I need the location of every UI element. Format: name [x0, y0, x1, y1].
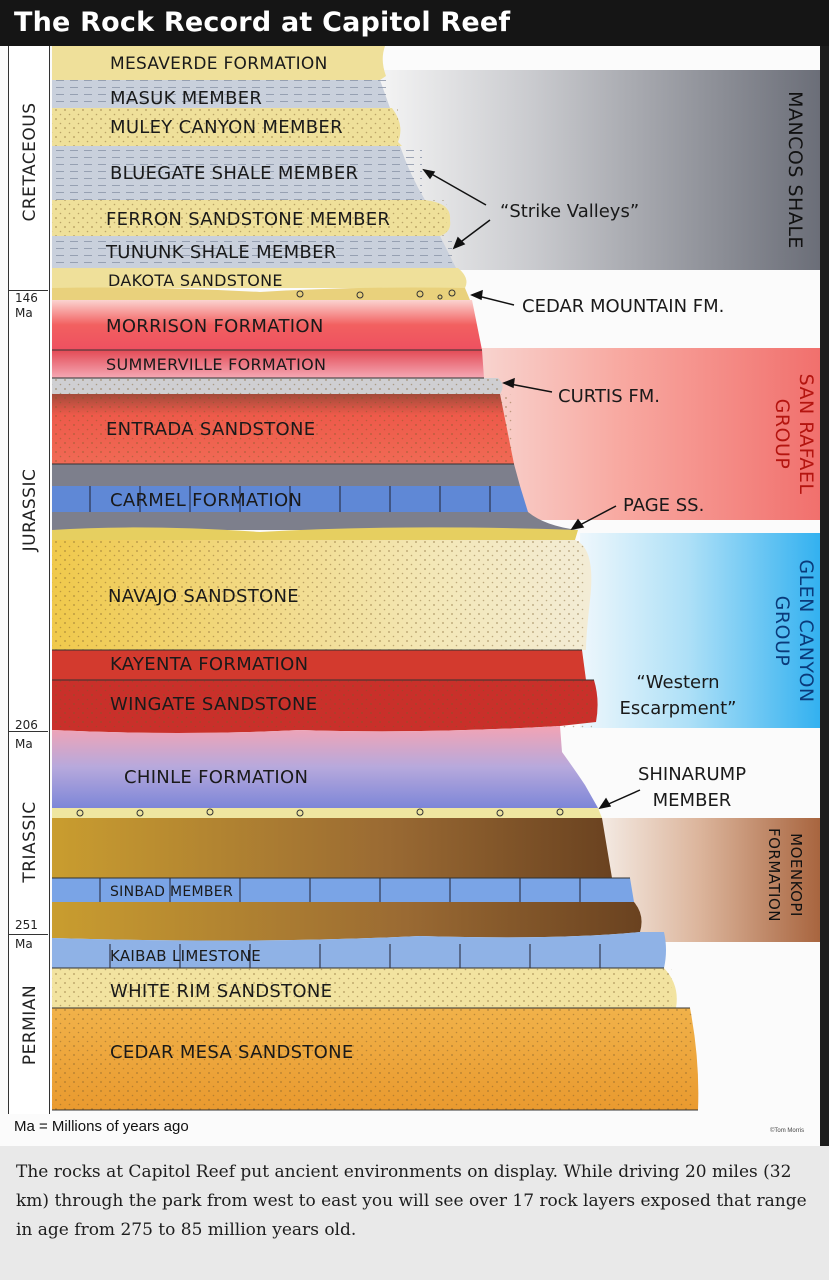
- period-cretaceous: CRETACEOUS: [20, 102, 40, 222]
- tick-206: [8, 731, 48, 732]
- western-line2: Escarpment”: [619, 698, 737, 719]
- label-tununk: TUNUNK SHALE MEMBER: [106, 242, 337, 263]
- callout-page: PAGE SS.: [623, 495, 705, 516]
- tick-146: [8, 290, 48, 291]
- callout-shinarump: SHINARUMP MEMBER: [636, 762, 748, 814]
- callout-strike-valleys: “Strike Valleys”: [500, 201, 640, 222]
- layer-mesaverde: [52, 46, 386, 80]
- moenkopi-line1: MOENKOPI: [787, 833, 805, 917]
- shinarump-line2: MEMBER: [652, 790, 732, 811]
- glen-canyon-group-band: [580, 533, 820, 728]
- shinarump-line1: SHINARUMP: [637, 764, 747, 785]
- age-251-unit: Ma: [15, 937, 33, 951]
- caption-panel: [0, 1146, 829, 1280]
- caption-text: The rocks at Capitol Reef put ancient en…: [16, 1162, 807, 1240]
- age-146-unit: Ma: [15, 306, 33, 320]
- label-summerville: SUMMERVILLE FORMATION: [106, 355, 327, 374]
- western-line1: “Western: [636, 672, 720, 693]
- label-wingate: WINGATE SANDSTONE: [110, 694, 318, 715]
- label-entrada: ENTRADA SANDSTONE: [106, 419, 316, 440]
- strata-column: [52, 46, 699, 1111]
- san-rafael-line1: SAN RAFAEL: [795, 373, 817, 495]
- san-rafael-group-band: [480, 348, 820, 520]
- period-jurassic: JURASSIC: [20, 468, 40, 552]
- age-146-value: 146: [15, 291, 38, 305]
- label-kayenta: KAYENTA FORMATION: [110, 654, 309, 675]
- label-chinle: CHINLE FORMATION: [124, 767, 309, 788]
- label-morrison: MORRISON FORMATION: [106, 316, 324, 337]
- label-ferron: FERRON SANDSTONE MEMBER: [106, 209, 391, 230]
- label-cedarmesa: CEDAR MESA SANDSTONE: [110, 1042, 354, 1063]
- mancos-shale-band: [380, 70, 820, 270]
- label-muley: MULEY CANYON MEMBER: [110, 117, 343, 138]
- label-dakota: DAKOTA SANDSTONE: [108, 271, 283, 290]
- glen-canyon-line1: GLEN CANYON: [795, 559, 817, 703]
- age-206-value: 206: [15, 718, 38, 732]
- period-permian: PERMIAN: [20, 984, 40, 1066]
- label-carmel: CARMEL FORMATION: [110, 490, 303, 511]
- label-bluegate: BLUEGATE SHALE MEMBER: [110, 163, 359, 184]
- callout-cedar-mountain: CEDAR MOUNTAIN FM.: [522, 296, 725, 317]
- callout-curtis: CURTIS FM.: [558, 386, 660, 407]
- label-kaibab: KAIBAB LIMESTONE: [110, 947, 262, 965]
- period-column: [8, 46, 50, 1114]
- glen-canyon-line2: GROUP: [771, 595, 793, 667]
- label-mesaverde: MESAVERDE FORMATION: [110, 54, 328, 74]
- group-san-rafael: SAN RAFAEL GROUP: [770, 364, 818, 504]
- group-moenkopi: MOENKOPI FORMATION: [763, 820, 807, 930]
- age-251-value: 251: [15, 918, 38, 932]
- label-navajo: NAVAJO SANDSTONE: [108, 586, 299, 607]
- group-mancos-shale: MANCOS SHALE: [784, 91, 806, 249]
- footnote-ma: Ma = Millions of years ago: [14, 1118, 189, 1135]
- page-title: The Rock Record at Capitol Reef: [0, 0, 829, 46]
- label-whiterim: WHITE RIM SANDSTONE: [110, 981, 333, 1002]
- callout-western-escarpment: “Western Escarpment”: [612, 670, 744, 722]
- tick-251: [8, 934, 48, 935]
- group-glen-canyon: GLEN CANYON GROUP: [770, 547, 818, 715]
- moenkopi-line2: FORMATION: [765, 827, 783, 922]
- label-sinbad: SINBAD MEMBER: [110, 884, 233, 900]
- credit: ©Tom Morris: [770, 1128, 805, 1134]
- san-rafael-line2: GROUP: [771, 398, 793, 470]
- period-triassic: TRIASSIC: [20, 801, 40, 883]
- age-206-unit: Ma: [15, 737, 33, 751]
- label-masuk: MASUK MEMBER: [110, 88, 263, 109]
